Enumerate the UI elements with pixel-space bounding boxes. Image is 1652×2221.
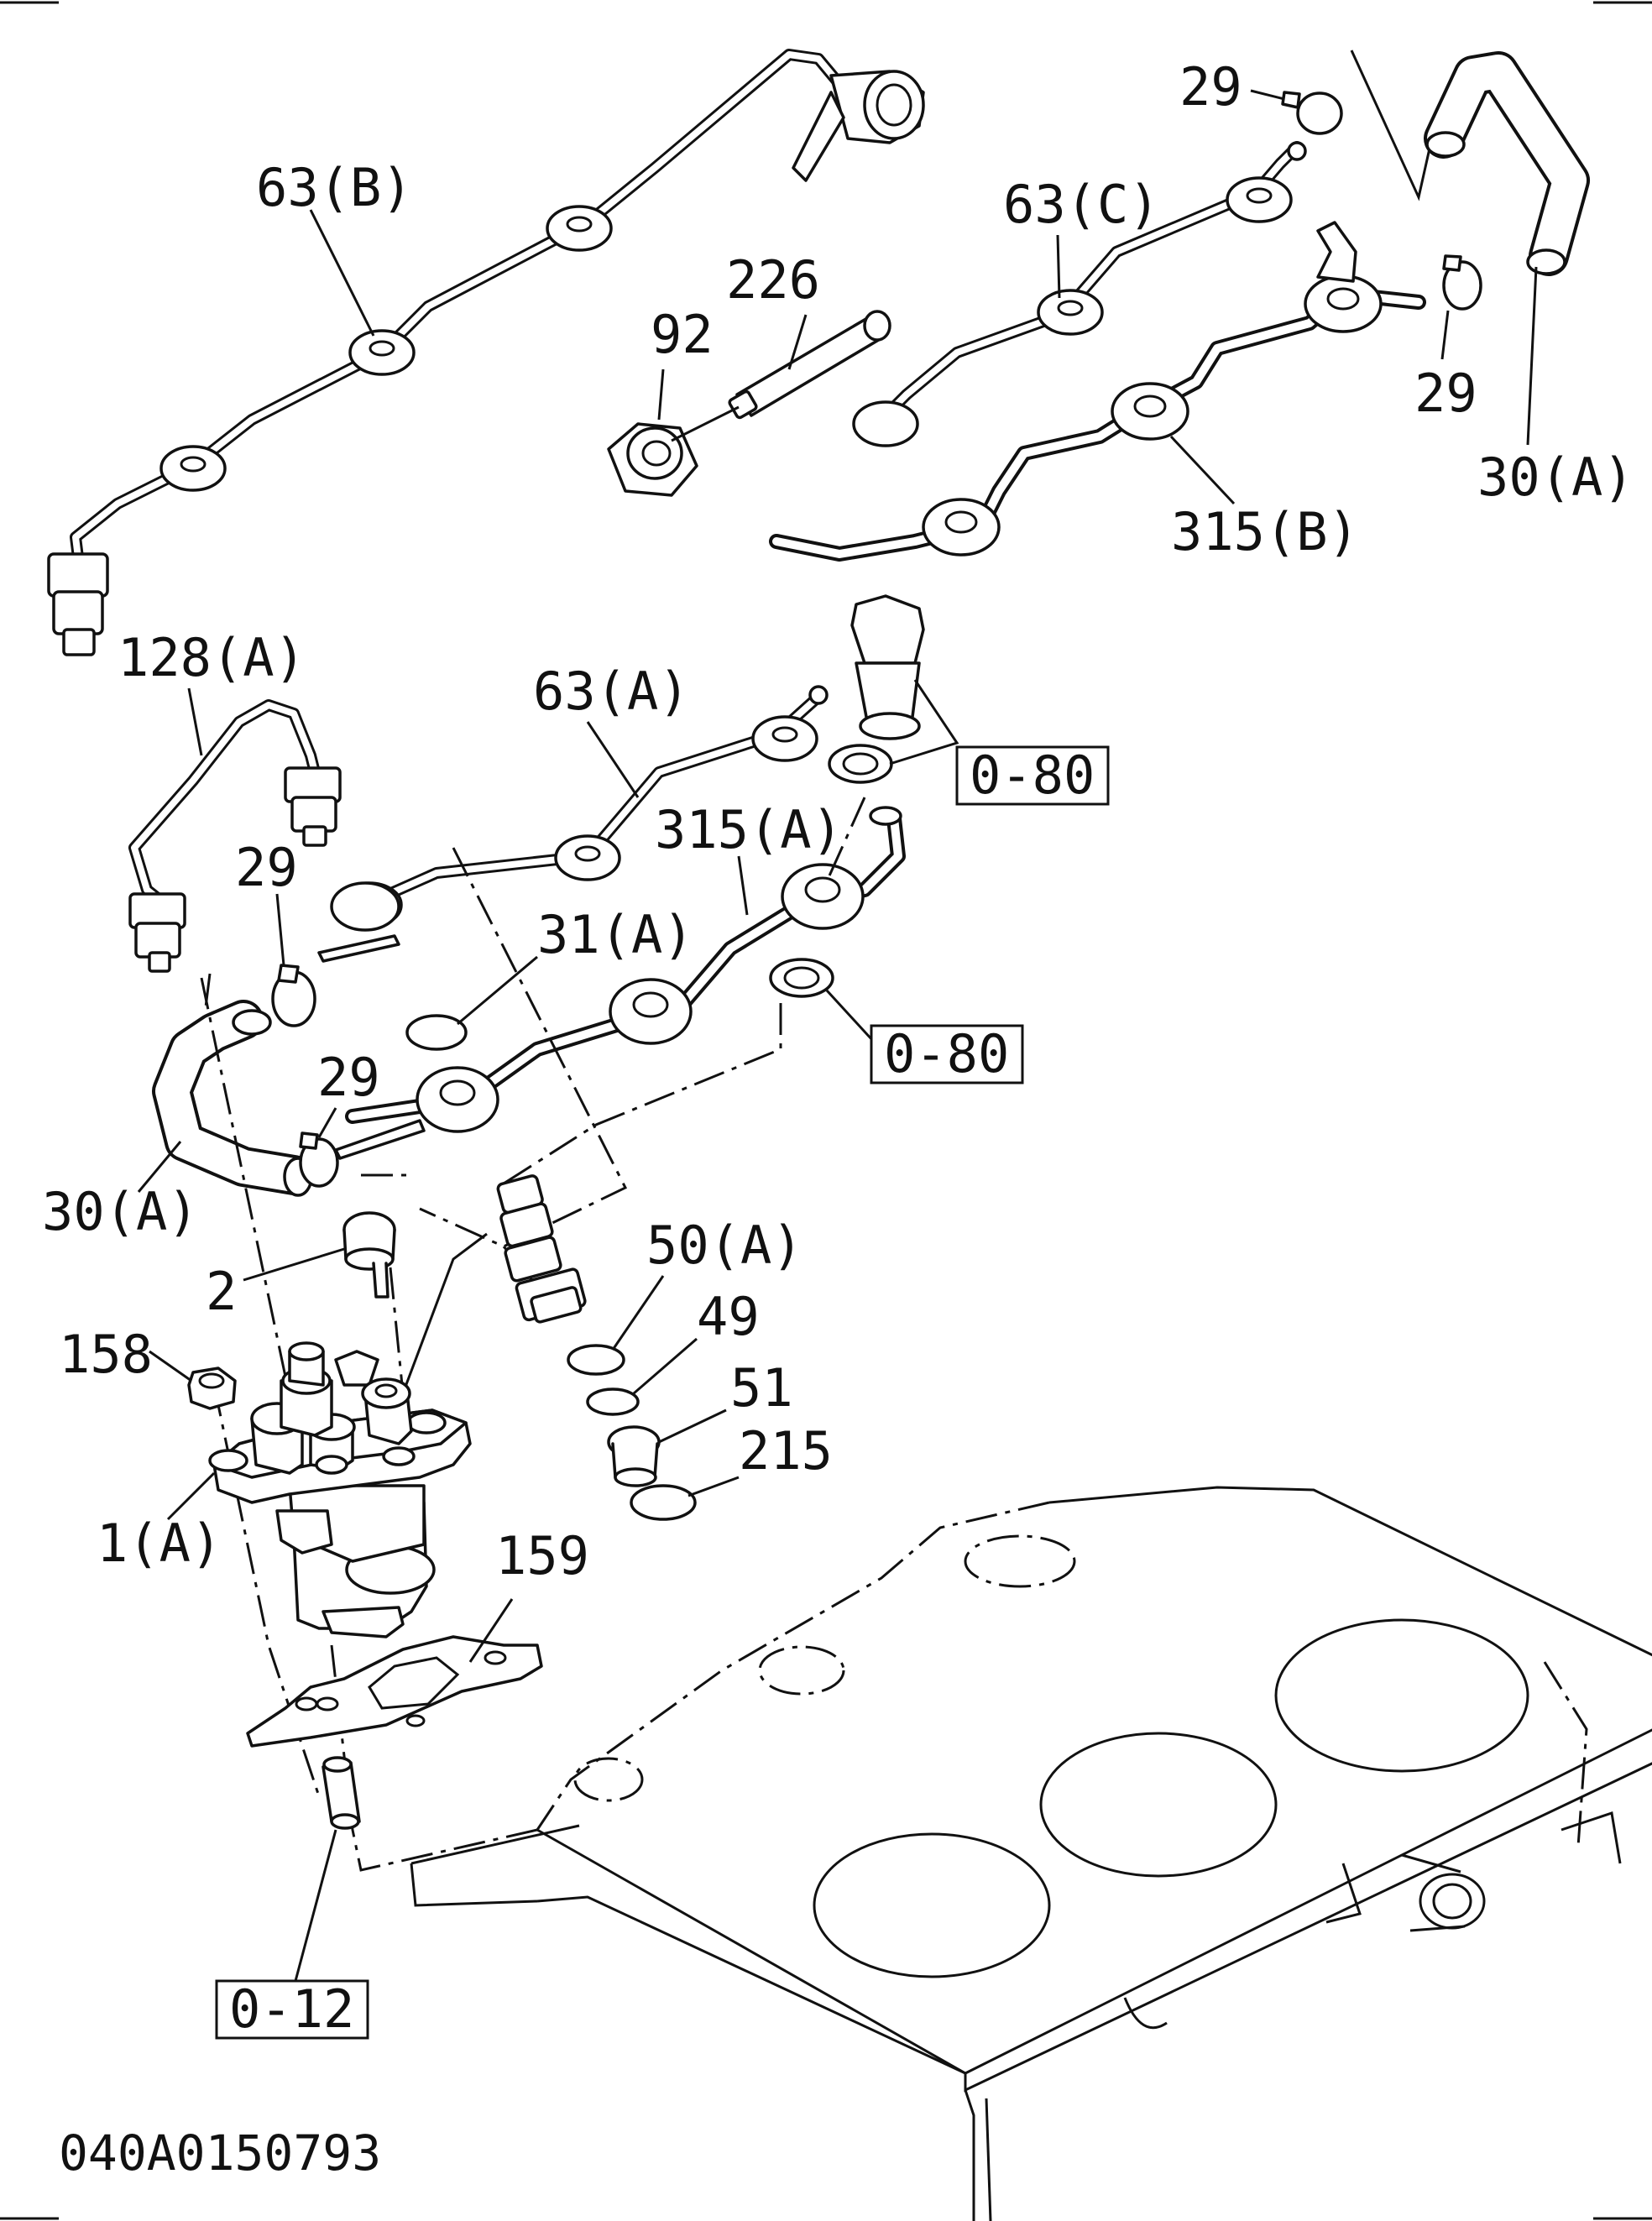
leader-29-mid — [275, 893, 285, 966]
leader-29-low — [317, 1107, 337, 1138]
clip-29-low — [299, 1131, 339, 1188]
injection-pipe-63b — [47, 49, 925, 656]
label-29-low: 29 — [317, 1047, 380, 1108]
clip-29-right — [1442, 254, 1482, 311]
washer-mid — [769, 958, 834, 998]
label-315b: 315(B) — [1171, 501, 1359, 562]
guide-washer-mid — [503, 1003, 782, 1185]
label-128a: 128(A) — [118, 627, 306, 688]
label-1a: 1(A) — [97, 1513, 222, 1574]
guide-bolt-to-315a — [825, 797, 866, 882]
leader-31a — [457, 955, 538, 1026]
injection-pipe-128a — [128, 699, 342, 973]
ref-box-0-12 — [215, 1979, 369, 2040]
connector-tubes — [317, 934, 426, 1160]
label-159: 159 — [495, 1525, 589, 1586]
leader-30a-left — [137, 1141, 182, 1193]
injection-pipe-63a — [336, 685, 829, 928]
leader-226 — [787, 314, 808, 370]
label-158: 158 — [59, 1324, 153, 1385]
label-50a: 50(A) — [646, 1215, 803, 1276]
washer-215 — [630, 1484, 697, 1521]
leader-0-12 — [294, 1829, 337, 1982]
label-49: 49 — [697, 1286, 760, 1347]
nut-92 — [607, 422, 698, 497]
gasket-31a — [405, 1014, 468, 1051]
label-0-80-top: 0-80 — [970, 745, 1095, 806]
spring-51 — [607, 1425, 661, 1487]
ref-box-0-80-top — [955, 745, 1110, 806]
leader-0-80-mid — [825, 989, 875, 1043]
label-31a: 31(A) — [537, 904, 694, 965]
label-63c: 63(C) — [1003, 174, 1160, 235]
guide-line-pin-to-block — [330, 1644, 538, 1872]
injection-pipe-63c — [852, 141, 1307, 447]
ref-box-0-80-mid — [870, 1024, 1024, 1084]
label-29-right: 29 — [1414, 363, 1477, 424]
leader-50a — [611, 1275, 665, 1351]
leader-29-top — [1250, 89, 1285, 101]
leader-51 — [658, 1408, 727, 1444]
leader-215 — [687, 1476, 740, 1497]
leader-2 — [243, 1247, 345, 1282]
label-29-mid: 29 — [235, 837, 298, 898]
nut-158 — [187, 1367, 237, 1410]
gasket-159 — [246, 1635, 543, 1748]
leader-315b — [1169, 435, 1236, 505]
label-0-12: 0-12 — [229, 1978, 354, 2040]
leader-0-80-top — [889, 679, 959, 766]
clip-29-mid — [271, 964, 316, 1027]
leader-159 — [468, 1598, 514, 1663]
injection-pump-1a — [208, 1341, 472, 1638]
washer-50a — [567, 1344, 625, 1376]
eye-bolt-top — [850, 594, 925, 740]
return-hose-30a-left — [152, 1000, 314, 1197]
label-92: 92 — [651, 304, 714, 365]
label-63b: 63(B) — [256, 157, 413, 218]
washer-top — [828, 744, 893, 784]
leader-49 — [633, 1337, 698, 1395]
dowel-pin — [322, 1756, 361, 1830]
leader-158 — [149, 1350, 192, 1382]
cylinder-block — [410, 1486, 1652, 2221]
leader-315a — [737, 855, 749, 916]
cap-nut-left — [330, 881, 400, 932]
delivery-valve-holder — [496, 1174, 587, 1324]
label-315a: 315(A) — [655, 799, 843, 860]
seal-49 — [586, 1387, 640, 1416]
leader-63c — [1056, 234, 1061, 299]
overflow-pipe-315a — [345, 806, 906, 1133]
leader-63b — [309, 209, 375, 337]
drawing-number: 040A0150793 — [59, 2124, 381, 2182]
label-51: 51 — [730, 1357, 793, 1419]
leader-29-right — [1440, 310, 1450, 360]
leader-128a — [187, 687, 203, 756]
break-line-top — [1350, 50, 1433, 201]
bolt-2 — [342, 1211, 396, 1299]
label-0-80-mid: 0-80 — [884, 1023, 1009, 1084]
leader-92 — [657, 368, 665, 421]
label-29-top: 29 — [1179, 56, 1242, 118]
overflow-pipe-315b — [769, 221, 1426, 562]
label-2: 2 — [206, 1261, 237, 1322]
leader-1a — [166, 1471, 216, 1521]
clip-29-top — [1281, 91, 1343, 135]
label-226: 226 — [726, 249, 820, 311]
leader-92-shaft — [671, 405, 740, 442]
return-hose-30a-right — [1424, 51, 1590, 276]
label-63a: 63(A) — [533, 661, 690, 722]
leader-63a — [586, 721, 640, 798]
leader-30a-right — [1526, 266, 1538, 446]
eye-bolt-226 — [728, 310, 891, 420]
label-30a-right: 30(A) — [1477, 447, 1634, 508]
label-30a-left: 30(A) — [42, 1181, 199, 1242]
label-215: 215 — [739, 1420, 833, 1482]
